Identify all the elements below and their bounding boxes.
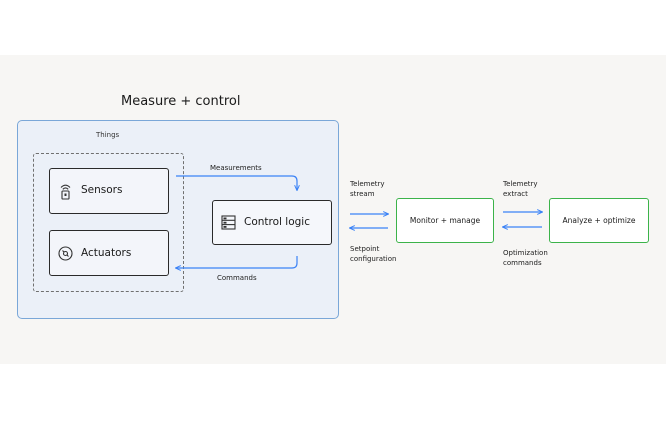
monitor-manage-node: Monitor + manage — [396, 198, 494, 243]
diagram-title: Measure + control — [121, 94, 241, 109]
analyze-optimize-label: Analyze + optimize — [562, 216, 636, 225]
setpoint-configuration-label: Setpoint configuration — [350, 244, 396, 264]
optimization-commands-line-2: commands — [503, 259, 542, 267]
setpoint-configuration-line-2: configuration — [350, 255, 397, 263]
telemetry-extract-label: Telemetry extract — [503, 179, 538, 199]
commands-label: Commands — [217, 274, 257, 282]
telemetry-stream-line-1: Telemetry — [350, 180, 385, 188]
server-icon — [221, 215, 236, 230]
analyze-optimize-node: Analyze + optimize — [549, 198, 649, 243]
commands-arrow — [176, 256, 298, 268]
telemetry-stream-label: Telemetry stream — [350, 179, 385, 199]
actuators-node: Actuators — [49, 230, 169, 276]
measurements-arrow — [176, 175, 297, 190]
measurements-label: Measurements — [210, 164, 262, 172]
optimization-commands-line-1: Optimization — [503, 249, 548, 257]
things-group — [33, 153, 184, 292]
things-label: Things — [96, 131, 120, 139]
sensors-label: Sensors — [81, 184, 123, 196]
actuators-label: Actuators — [81, 247, 132, 259]
optimization-commands-label: Optimization commands — [503, 248, 548, 268]
telemetry-extract-line-2: extract — [503, 190, 528, 198]
sensors-node: Sensors — [49, 168, 169, 214]
telemetry-extract-line-1: Telemetry — [503, 180, 538, 188]
actuator-icon — [58, 246, 73, 261]
sensor-icon — [60, 184, 71, 200]
control-logic-label: Control logic — [244, 216, 310, 228]
telemetry-stream-line-2: stream — [350, 190, 375, 198]
control-logic-node: Control logic — [212, 200, 332, 245]
setpoint-configuration-line-1: Setpoint — [350, 245, 380, 253]
monitor-manage-label: Monitor + manage — [409, 216, 481, 225]
